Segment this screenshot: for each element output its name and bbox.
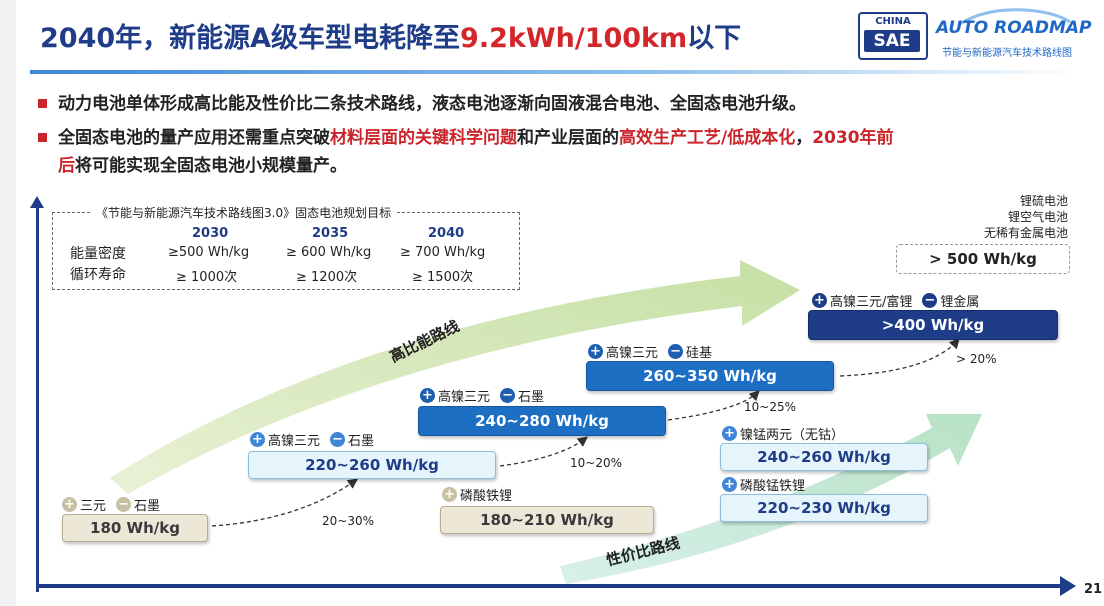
bullet-2-part3: ， bbox=[795, 128, 813, 148]
plus-icon: + bbox=[62, 497, 77, 512]
cost-stage-2-value-box: 240~260 Wh/kg bbox=[720, 443, 928, 471]
title-main: 2040年，新能源A级车型电耗降至 bbox=[40, 23, 461, 54]
plus-icon: + bbox=[442, 487, 457, 502]
stage-2-materials: +高镍三元 −石墨 bbox=[250, 430, 374, 449]
target-cell: ≥ 1200次 bbox=[296, 270, 358, 285]
logo-sae-text: SAE bbox=[864, 30, 920, 52]
page-number: 21 bbox=[1084, 582, 1103, 597]
minus-icon: − bbox=[668, 344, 684, 359]
bullet-square-icon bbox=[38, 99, 47, 108]
anode-label: 石墨 bbox=[518, 390, 545, 405]
target-cell: ≥ 600 Wh/kg bbox=[286, 245, 372, 260]
auto-roadmap-subtitle: 节能与新能源汽车技术路线图 bbox=[942, 48, 1072, 59]
cost-stage-1-materials: +磷酸铁锂 bbox=[442, 485, 512, 504]
stage-4-materials: +高镍三元 −硅基 bbox=[588, 342, 712, 361]
bullet-1-text: 动力电池单体形成高比能及性价比二条技术路线，液态电池逐渐向固液混合电池、全固态电… bbox=[58, 94, 806, 114]
target-year-2035: 2035 bbox=[312, 226, 349, 241]
future-item: 无稀有金属电池 bbox=[983, 226, 1068, 240]
cathode-label: 高镍三元 bbox=[438, 390, 491, 405]
minus-icon: − bbox=[116, 497, 132, 512]
cathode-label: 磷酸铁锂 bbox=[460, 489, 513, 504]
future-item: 锂硫电池 bbox=[1019, 194, 1068, 208]
title-tail: 以下 bbox=[687, 23, 742, 54]
title-highlight: 9.2kWh/100km bbox=[460, 23, 688, 54]
stage-5-value-box: >400 Wh/kg bbox=[808, 310, 1058, 340]
y-axis bbox=[36, 204, 39, 592]
bullet-2-red1: 材料层面的关键科学问题 bbox=[330, 128, 517, 148]
bullet-2-red3: 2030年前 bbox=[812, 128, 894, 148]
stage-1-value-box: 180 Wh/kg bbox=[62, 514, 208, 542]
stage-3-value-box: 240~280 Wh/kg bbox=[418, 406, 666, 436]
x-axis-arrowhead bbox=[1060, 576, 1076, 596]
bullet-2: 全固态电池的量产应用还需重点突破材料层面的关键科学问题和产业层面的高效生产工艺/… bbox=[38, 124, 1098, 180]
increment-label: 10~20% bbox=[570, 456, 622, 470]
target-cell: ≥ 700 Wh/kg bbox=[400, 245, 486, 260]
plus-icon: + bbox=[420, 388, 435, 403]
cathode-label: 高镍三元 bbox=[606, 346, 659, 361]
target-year-2030: 2030 bbox=[192, 226, 229, 241]
car-silhouette-icon bbox=[959, 8, 1071, 26]
progression-arrow-4 bbox=[839, 338, 960, 377]
bullet-2-line2-red: 后 bbox=[58, 156, 75, 176]
cost-stage-3-materials: +磷酸锰铁锂 bbox=[722, 475, 805, 494]
auto-roadmap-logo: AUTO ROADMAP bbox=[936, 18, 1092, 38]
bullet-2-part1: 全固态电池的量产应用还需重点突破 bbox=[58, 128, 330, 148]
bullet-square-icon bbox=[38, 133, 47, 142]
x-axis bbox=[36, 584, 1066, 588]
cathode-label: 三元 bbox=[80, 499, 107, 514]
anode-label: 锂金属 bbox=[940, 295, 980, 310]
minus-icon: − bbox=[500, 388, 516, 403]
target-cell: ≥500 Wh/kg bbox=[168, 245, 250, 260]
stage-2-value-box: 220~260 Wh/kg bbox=[248, 451, 496, 479]
left-margin-bar bbox=[0, 0, 16, 606]
target-row-label: 能量密度 bbox=[70, 246, 126, 262]
bullet-2-line-1: 全固态电池的量产应用还需重点突破材料层面的关键科学问题和产业层面的高效生产工艺/… bbox=[58, 124, 894, 152]
cathode-label: 高镍三元 bbox=[268, 434, 321, 449]
bullet-2-line-2: 后将可能实现全固态电池小规模量产。 bbox=[58, 152, 347, 180]
increment-label: 10~25% bbox=[744, 400, 796, 414]
stage-3-materials: +高镍三元 −石墨 bbox=[420, 386, 544, 405]
future-value-box: > 500 Wh/kg bbox=[896, 244, 1070, 274]
bullet-1: 动力电池单体形成高比能及性价比二条技术路线，液态电池逐渐向固液混合电池、全固态电… bbox=[38, 90, 1098, 118]
bullet-2-line2-rest: 将可能实现全固态电池小规模量产。 bbox=[75, 156, 347, 176]
cathode-label: 镍锰两元（无钴） bbox=[740, 428, 845, 443]
stage-5-materials: +高镍三元/富锂 −锂金属 bbox=[812, 291, 979, 310]
anode-label: 石墨 bbox=[134, 499, 161, 514]
plus-icon: + bbox=[588, 344, 603, 359]
stage-1-materials: +三元 −石墨 bbox=[62, 495, 160, 514]
china-sae-logo: CHINA SAE bbox=[858, 12, 928, 60]
cost-stage-3-value-box: 220~230 Wh/kg bbox=[720, 494, 928, 522]
minus-icon: − bbox=[330, 432, 346, 447]
anode-label: 硅基 bbox=[686, 346, 713, 361]
target-year-2040: 2040 bbox=[428, 226, 465, 241]
target-row-label: 循环寿命 bbox=[70, 267, 126, 283]
plus-icon: + bbox=[812, 293, 827, 308]
target-cell: ≥ 1000次 bbox=[176, 270, 238, 285]
plus-icon: + bbox=[722, 477, 737, 492]
cost-stage-1-value-box: 180~210 Wh/kg bbox=[440, 506, 654, 534]
cost-stage-2-materials: +镍锰两元（无钴） bbox=[722, 424, 844, 443]
stage-4-value-box: 260~350 Wh/kg bbox=[586, 361, 834, 391]
progression-arrow-2 bbox=[499, 436, 589, 467]
logo-china-text: CHINA bbox=[875, 16, 911, 27]
increment-label: > 20% bbox=[956, 352, 997, 366]
anode-label: 石墨 bbox=[348, 434, 375, 449]
high-energy-arrow bbox=[110, 260, 800, 494]
target-cell: ≥ 1500次 bbox=[412, 270, 474, 285]
plus-icon: + bbox=[250, 432, 265, 447]
bullet-2-red2: 高效生产工艺/低成本化 bbox=[619, 128, 796, 148]
y-axis-arrowhead bbox=[30, 196, 44, 208]
plus-icon: + bbox=[722, 426, 737, 441]
future-item: 锂空气电池 bbox=[1007, 210, 1068, 224]
cathode-label: 磷酸锰铁锂 bbox=[740, 479, 806, 494]
increment-label: 20~30% bbox=[322, 514, 374, 528]
page-title: 2040年，新能源A级车型电耗降至9.2kWh/100km以下 bbox=[40, 16, 741, 55]
bullet-2-part2: 和产业层面的 bbox=[517, 128, 619, 148]
targets-title: 《节能与新能源汽车技术路线图3.0》固态电池规划目标 bbox=[90, 204, 398, 221]
title-underline bbox=[30, 70, 1080, 74]
progression-arrow-3 bbox=[667, 390, 760, 421]
minus-icon: − bbox=[922, 293, 938, 308]
cathode-label: 高镍三元/富锂 bbox=[830, 295, 913, 310]
